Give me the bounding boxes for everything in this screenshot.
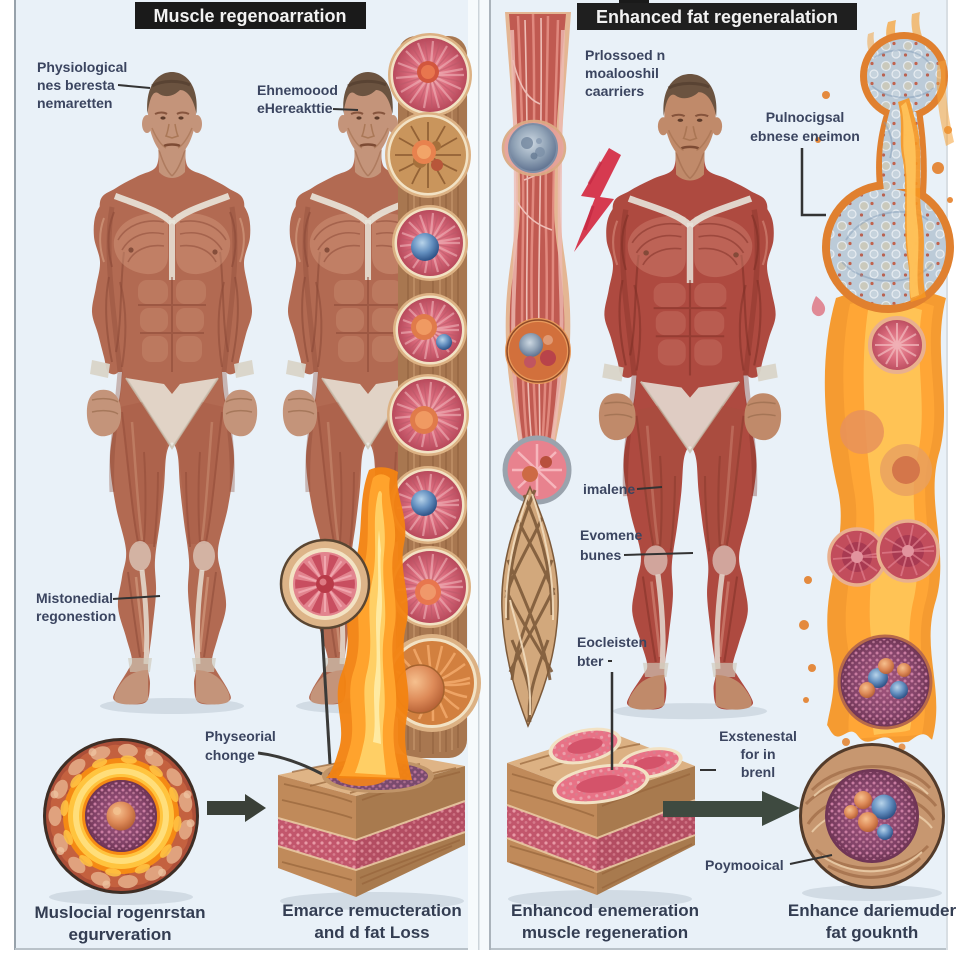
svg-text:moalooshil: moalooshil [585, 65, 659, 81]
svg-text:Emarce remucteration: Emarce remucteration [282, 901, 462, 920]
svg-text:chonge: chonge [205, 747, 255, 763]
svg-text:fat gouknth: fat gouknth [826, 923, 919, 942]
svg-text:Exstenestal: Exstenestal [719, 728, 797, 744]
svg-text:Eocleisten: Eocleisten [577, 634, 647, 650]
svg-text:Physiological: Physiological [37, 59, 127, 75]
svg-text:muscle regeneration: muscle regeneration [522, 923, 688, 942]
svg-text:nemaretten: nemaretten [37, 95, 112, 111]
svg-text:Mistonedial: Mistonedial [36, 590, 113, 606]
svg-text:Ehnemoood: Ehnemoood [257, 82, 338, 98]
svg-text:Enhanced fat regeneralation: Enhanced fat regeneralation [596, 7, 838, 27]
svg-text:and d fat Loss: and d fat Loss [314, 923, 429, 942]
svg-text:brenl: brenl [741, 764, 775, 780]
svg-text:bter: bter [577, 653, 604, 669]
svg-text:Enhancod enemeration: Enhancod enemeration [511, 901, 699, 920]
svg-text:Muscle regenoarration: Muscle regenoarration [153, 6, 346, 26]
svg-text:Poymooical: Poymooical [705, 857, 784, 873]
svg-text:for in: for in [741, 746, 776, 762]
svg-text:regonestion: regonestion [36, 608, 116, 624]
svg-text:Muslocial rogenrstan: Muslocial rogenrstan [35, 903, 206, 922]
svg-text:ebnese eneimon: ebnese eneimon [750, 128, 860, 144]
svg-text:egurveration: egurveration [69, 925, 172, 944]
svg-text:nes beresta: nes beresta [37, 77, 115, 93]
svg-text:Pulnocigsal: Pulnocigsal [766, 109, 845, 125]
svg-text:bunes: bunes [580, 547, 621, 563]
svg-text:Evomene: Evomene [580, 527, 642, 543]
svg-text:Enhance dariemuder: Enhance dariemuder [788, 901, 957, 920]
svg-text:caarriers: caarriers [585, 83, 644, 99]
svg-text:Physeorial: Physeorial [205, 728, 276, 744]
svg-text:eHereakttie: eHereakttie [257, 100, 333, 116]
svg-text:imalene: imalene [583, 481, 635, 497]
svg-text:Prlossoed n: Prlossoed n [585, 47, 665, 63]
